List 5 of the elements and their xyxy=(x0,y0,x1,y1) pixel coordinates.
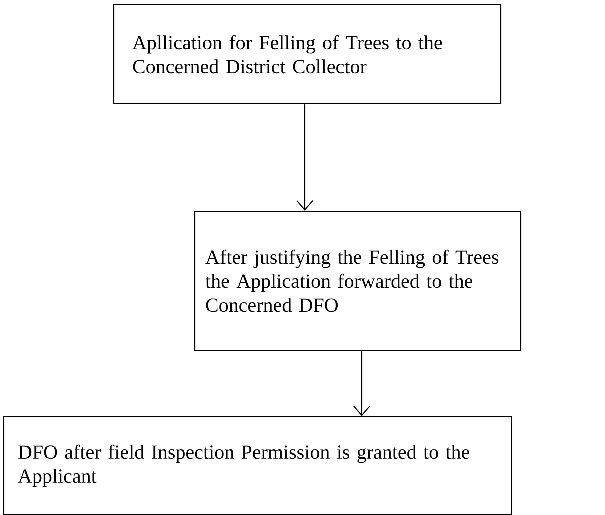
arrow xyxy=(296,104,314,211)
arrow xyxy=(354,351,370,416)
process-box: Apllication for Felling of Trees to the Concerned District Collector xyxy=(113,4,502,105)
process-box: After justifying the Felling of Trees the Application forwarded to the Concerned DFO xyxy=(194,210,522,352)
process-box: DFO after field Inspection Permission is granted to the Applicant xyxy=(3,416,513,515)
